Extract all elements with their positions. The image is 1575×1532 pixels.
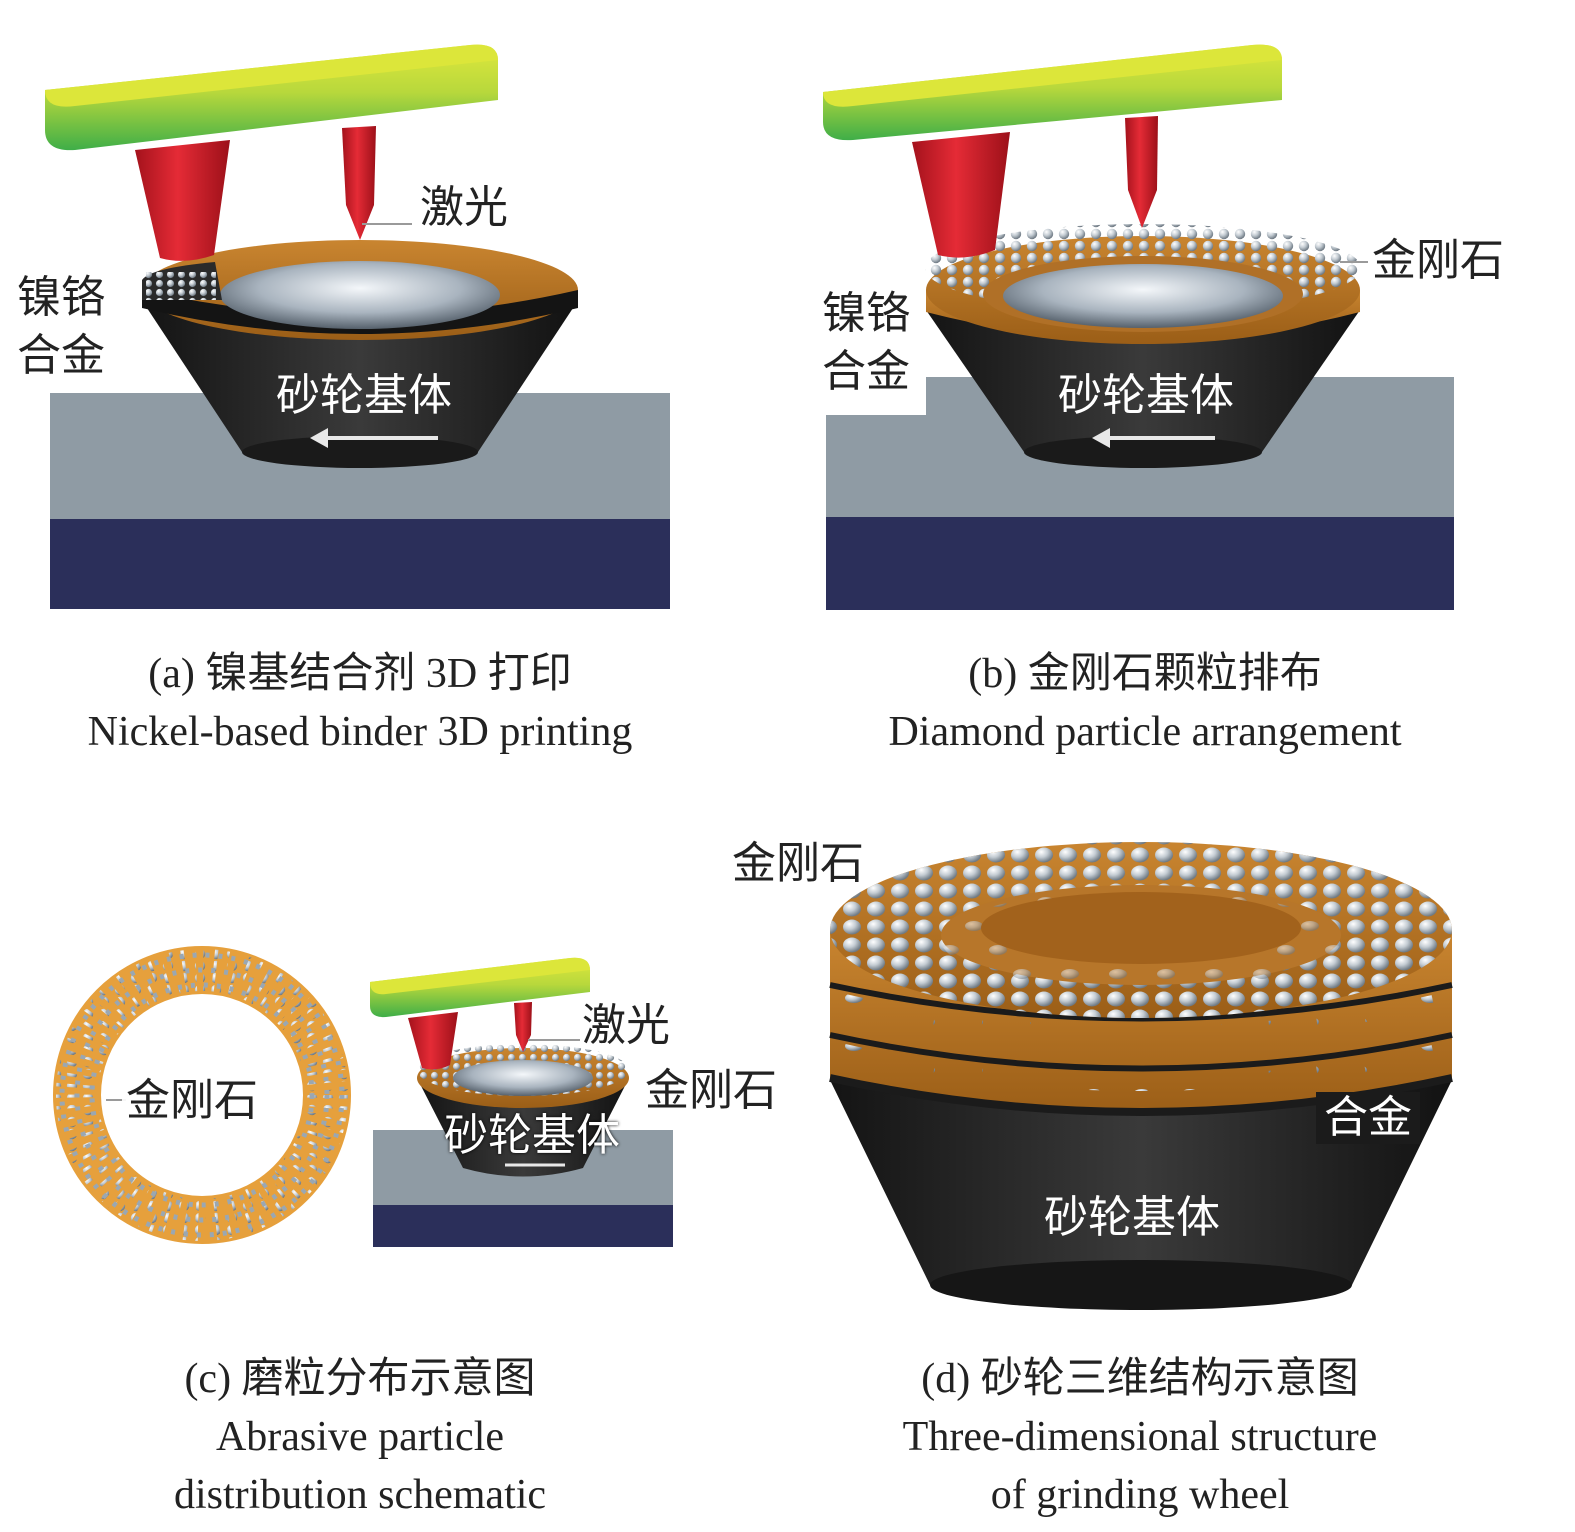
panel-c-caption-en-1: Abrasive particle bbox=[215, 1414, 505, 1460]
panel-d-alloy-label: 合金 bbox=[1316, 1092, 1420, 1144]
panel-c-laser-label: 激光 bbox=[582, 1000, 670, 1051]
panel-c-caption-en-2: distribution schematic bbox=[173, 1472, 547, 1518]
panel-a-alloy-label-2: 合金 bbox=[17, 330, 105, 381]
panel-b-caption: (b) 金刚石颗粒排布 Diamond particle arrangement bbox=[790, 645, 1500, 761]
panel-d-caption-en-2: of grinding wheel bbox=[990, 1472, 1290, 1518]
panel-d-caption-cn: (d) 砂轮三维结构示意图 bbox=[921, 1356, 1359, 1402]
panel-b-bowl bbox=[1003, 264, 1283, 328]
panel-a-body-label: 砂轮基体 bbox=[276, 370, 452, 421]
panel-c-nozzle bbox=[408, 1012, 458, 1070]
panel-c-ring-diamond-label: 金刚石 bbox=[122, 1075, 262, 1127]
panel-b-caption-en: Diamond particle arrangement bbox=[888, 709, 1402, 755]
panel-c-wheel-body bbox=[418, 1080, 628, 1177]
panel-a-caption: (a) 镍基结合剂 3D 打印 Nickel-based binder 3D p… bbox=[0, 645, 720, 761]
panel-a-wheel-body bbox=[145, 305, 575, 465]
panel-b-alloy-label-2: 合金 bbox=[822, 346, 910, 397]
panel-d-hub bbox=[981, 892, 1301, 964]
panel-a-caption-cn: (a) 镍基结合剂 3D 打印 bbox=[148, 651, 572, 697]
panel-d-diamond-label: 金刚石 bbox=[732, 838, 864, 889]
panel-b-body-label: 砂轮基体 bbox=[1058, 370, 1234, 421]
panel-b-alloy-label-1: 镍铬 bbox=[822, 288, 910, 339]
panel-d-body-label: 砂轮基体 bbox=[1044, 1192, 1220, 1243]
panel-b-illustration bbox=[823, 44, 1454, 610]
panel-a-bowl bbox=[220, 261, 500, 329]
panel-b-wheel-body bbox=[926, 310, 1360, 465]
panel-a-caption-en: Nickel-based binder 3D printing bbox=[87, 709, 633, 755]
panel-c-caption: (c) 磨粒分布示意图 Abrasive particle distributi… bbox=[0, 1350, 720, 1524]
panel-a-laser bbox=[342, 126, 376, 240]
panel-a-laser-label: 激光 bbox=[420, 182, 508, 233]
panel-c-caption-cn: (c) 磨粒分布示意图 bbox=[184, 1356, 536, 1402]
panel-d-caption: (d) 砂轮三维结构示意图 Three-dimensional structur… bbox=[780, 1350, 1500, 1524]
panel-a-table-base bbox=[50, 519, 670, 609]
panel-a-illustration bbox=[45, 44, 670, 609]
panel-b-table-base bbox=[826, 517, 1454, 610]
panel-d-caption-en-1: Three-dimensional structure bbox=[902, 1414, 1378, 1460]
panel-a-alloy-label-1: 镍铬 bbox=[17, 272, 105, 323]
panel-b-laser bbox=[1125, 116, 1158, 228]
panel-a-nozzle bbox=[135, 140, 230, 261]
panel-a-particles bbox=[146, 272, 216, 300]
panel-c-laser bbox=[514, 1002, 532, 1052]
panel-b-caption-cn: (b) 金刚石颗粒排布 bbox=[968, 651, 1322, 697]
panel-c-body-label: 砂轮基体 bbox=[444, 1110, 620, 1161]
panel-d-wheel-body bbox=[830, 1080, 1452, 1308]
panel-b-nozzle bbox=[912, 132, 1010, 258]
panel-b-diamond-label: 金刚石 bbox=[1372, 235, 1504, 286]
panel-d-illustration bbox=[829, 842, 1453, 1310]
panel-c-table-base bbox=[373, 1205, 673, 1247]
panel-c-diamond-label: 金刚石 bbox=[645, 1065, 777, 1116]
panel-c-illustration bbox=[53, 946, 673, 1247]
